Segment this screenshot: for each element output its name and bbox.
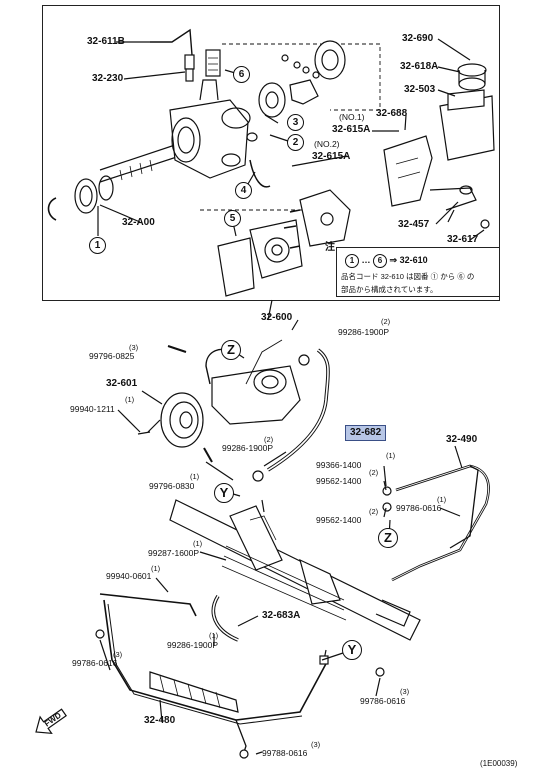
note-arrow-text: ⇒ 32-610 bbox=[389, 255, 428, 265]
kit-composition-note: 注 1 … 6 ⇒ 32-610 品名コード 32-610 は図番 ① から ⑥… bbox=[325, 242, 500, 297]
qty-99562-1400-b: (2) bbox=[369, 507, 379, 516]
qty-99562-1400-a: (2) bbox=[369, 468, 379, 477]
upper-detail-frame bbox=[42, 5, 500, 301]
qty-99788-0616: (3) bbox=[311, 740, 321, 749]
circled-1: 1 bbox=[89, 237, 106, 254]
label-32-615A-no2: 32-615A bbox=[312, 151, 351, 162]
label-99786-0616-c: 99786-0616 bbox=[360, 696, 406, 706]
qty-99286-1900P-c: (1) bbox=[209, 631, 219, 640]
callout-z-lower: Z bbox=[378, 528, 398, 548]
label-32-688: 32-688 bbox=[376, 108, 408, 119]
label-32-A00: 32-A00 bbox=[122, 217, 155, 228]
label-32-503: 32-503 bbox=[404, 84, 436, 95]
callout-z-upper: Z bbox=[221, 340, 241, 360]
circled-4: 4 bbox=[235, 182, 252, 199]
qty-99286-1900P-a: (2) bbox=[381, 317, 391, 326]
callout-y-upper: Y bbox=[214, 483, 234, 503]
callout-y-lower: Y bbox=[342, 640, 362, 660]
label-32-490: 32-490 bbox=[446, 434, 478, 445]
qty-99786-0616-b: (3) bbox=[113, 650, 123, 659]
label-32-600: 32-600 bbox=[261, 312, 293, 323]
label-32-611B: 32-611B bbox=[87, 36, 125, 47]
label-no1: (NO.1) bbox=[339, 112, 365, 122]
note-range: 1 … 6 ⇒ 32-610 bbox=[345, 254, 428, 268]
qty-99366-1400: (1) bbox=[386, 451, 396, 460]
qty-99796-0825: (3) bbox=[129, 343, 139, 352]
circled-5: 5 bbox=[224, 210, 241, 227]
qty-99287-1600P: (1) bbox=[193, 539, 203, 548]
label-no2: (NO.2) bbox=[314, 139, 340, 149]
qty-99786-0616-c: (3) bbox=[400, 687, 410, 696]
label-32-457: 32-457 bbox=[398, 219, 430, 230]
label-32-683A: 32-683A bbox=[262, 610, 301, 621]
qty-99796-0830: (1) bbox=[190, 472, 200, 481]
label-99796-0825: 99796-0825 bbox=[89, 351, 135, 361]
diagram-code: (1E00039) bbox=[480, 759, 518, 768]
label-99366-1400: 99366-1400 bbox=[316, 460, 362, 470]
note-range-from: 1 bbox=[345, 254, 359, 268]
label-99940-0601: 99940-0601 bbox=[106, 571, 152, 581]
label-99786-0616-a: 99786-0616 bbox=[396, 503, 442, 513]
note-line-2: 品名コード 32-610 は図番 ① から ⑥ の bbox=[341, 272, 475, 281]
qty-99786-0616-a: (1) bbox=[437, 495, 447, 504]
label-32-682-highlighted[interactable]: 32-682 bbox=[345, 425, 387, 441]
circled-6: 6 bbox=[233, 66, 250, 83]
label-99286-1900P-b: 99286-1900P bbox=[222, 443, 274, 453]
label-32-480: 32-480 bbox=[144, 715, 176, 726]
label-32-230: 32-230 bbox=[92, 73, 124, 84]
label-32-601: 32-601 bbox=[106, 378, 138, 389]
label-99562-1400-b: 99562-1400 bbox=[316, 515, 362, 525]
circled-3: 3 bbox=[287, 114, 304, 131]
label-32-618A: 32-618A bbox=[400, 61, 439, 72]
label-99796-0830: 99796-0830 bbox=[149, 481, 195, 491]
label-32-617: 32-617 bbox=[447, 234, 479, 245]
label-99940-1211: 99940-1211 bbox=[70, 404, 115, 414]
qty-99286-1900P-b: (2) bbox=[264, 435, 274, 444]
label-99786-0616-b: 99786-0616 bbox=[72, 658, 118, 668]
label-99287-1600P: 99287-1600P bbox=[148, 548, 200, 558]
note-line-3: 部品から構成されています。 bbox=[341, 285, 438, 294]
label-32-690: 32-690 bbox=[402, 33, 434, 44]
qty-99940-1211: (1) bbox=[125, 395, 135, 404]
label-99562-1400-a: 99562-1400 bbox=[316, 476, 362, 486]
qty-99940-0601: (1) bbox=[151, 564, 161, 573]
note-mark: 注 bbox=[325, 242, 335, 253]
fwd-arrow-icon bbox=[35, 708, 67, 735]
label-99286-1900P-a: 99286-1900P bbox=[338, 327, 390, 337]
label-99286-1900P-c: 99286-1900P bbox=[167, 640, 219, 650]
circled-2: 2 bbox=[287, 134, 304, 151]
note-range-to: 6 bbox=[373, 254, 388, 268]
label-32-615A-no1: 32-615A bbox=[332, 124, 371, 135]
label-99788-0616: 99788-0616 bbox=[262, 748, 308, 758]
